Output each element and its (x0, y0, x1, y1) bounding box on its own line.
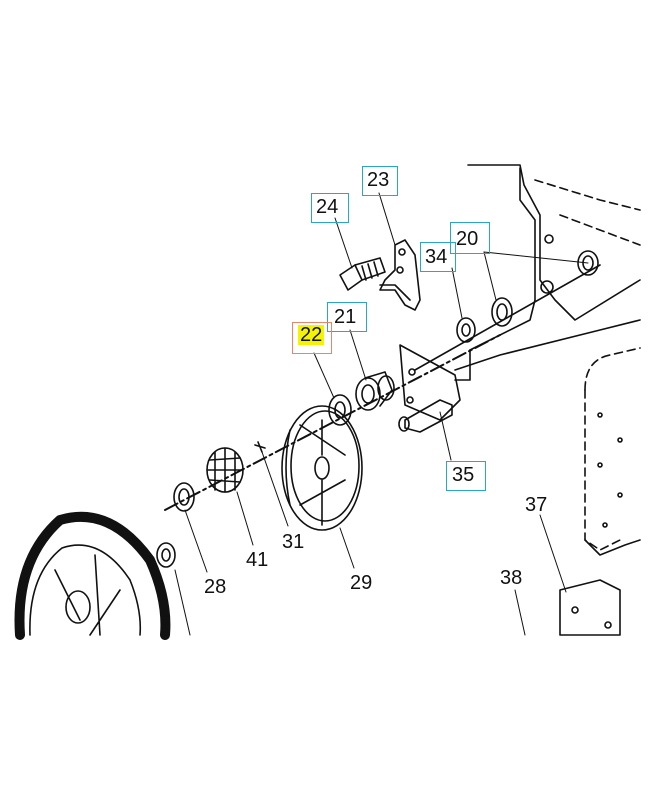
part-label-21: 21 (334, 306, 357, 328)
part-label-38: 38 (500, 567, 523, 589)
label-box-22-selected[interactable] (292, 322, 332, 354)
label-box-23 (362, 166, 398, 196)
machine-frame (454, 164, 641, 636)
part-20-ring-upper (577, 250, 599, 276)
label-box-24 (311, 193, 349, 223)
part-34-washer (456, 317, 476, 343)
part-label-22-highlighted[interactable]: 22 (298, 324, 325, 346)
part-23-lever (379, 239, 421, 311)
label-box-21 (327, 302, 367, 332)
part-label-20: 20 (456, 228, 479, 250)
part-41-ratchet (206, 447, 244, 493)
part-29-pulley (281, 405, 363, 531)
part-28-clip (173, 482, 195, 512)
leader-lines (174, 192, 589, 636)
part-label-41: 41 (246, 549, 269, 571)
part-label-23: 23 (367, 169, 390, 191)
axle-line (164, 264, 601, 511)
part-label-24: 24 (316, 196, 339, 218)
label-box-34 (420, 242, 456, 272)
label-box-20 (450, 222, 490, 254)
part-20-washer (491, 297, 513, 327)
label-box-35 (446, 461, 486, 491)
part-label-29: 29 (350, 572, 373, 594)
part-label-35: 35 (452, 464, 475, 486)
part-31-pin (254, 441, 266, 453)
part-21-bushing (355, 371, 395, 411)
part-35-axle-bracket (398, 344, 461, 433)
part-label-28: 28 (204, 576, 227, 598)
part-label-34: 34 (425, 246, 448, 268)
part-label-31: 31 (282, 531, 305, 553)
lower-washer (156, 542, 176, 568)
part-24-bolt (339, 257, 386, 291)
part-label-37: 37 (525, 494, 548, 516)
rear-wheel (14, 511, 171, 640)
